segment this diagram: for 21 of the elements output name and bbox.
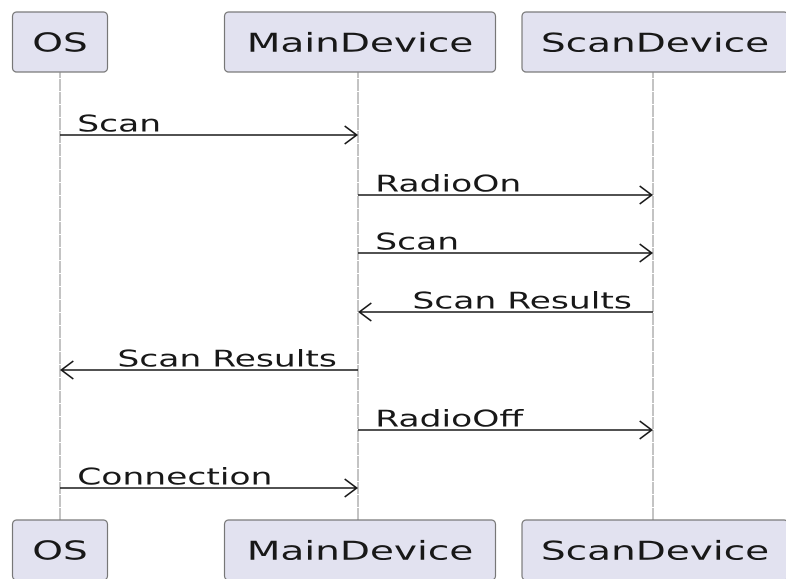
message-arrow xyxy=(60,360,358,380)
lifeline xyxy=(652,72,654,520)
edge-label: Scan Results xyxy=(116,348,338,368)
participant-box: ScanDevice xyxy=(521,519,786,579)
participant-box: OS xyxy=(12,519,108,579)
edge-label: Scan Results xyxy=(411,290,633,310)
edge-label: RadioOff xyxy=(374,408,524,428)
edge-label: RadioOn xyxy=(374,173,522,193)
message-arrow xyxy=(358,420,653,440)
participant-box: MainDevice xyxy=(224,11,496,73)
edge-label: Connection xyxy=(76,466,274,486)
participant-box: MainDevice xyxy=(224,519,496,579)
message-arrow xyxy=(60,478,358,498)
message-arrow xyxy=(358,243,653,263)
edge-label: Scan xyxy=(76,113,162,133)
participant-box: OS xyxy=(12,11,108,73)
message-arrow xyxy=(60,125,358,145)
message-arrow xyxy=(358,302,653,322)
edge-label: Scan xyxy=(374,231,460,251)
message-arrow xyxy=(358,185,653,205)
participant-box: ScanDevice xyxy=(521,11,786,73)
